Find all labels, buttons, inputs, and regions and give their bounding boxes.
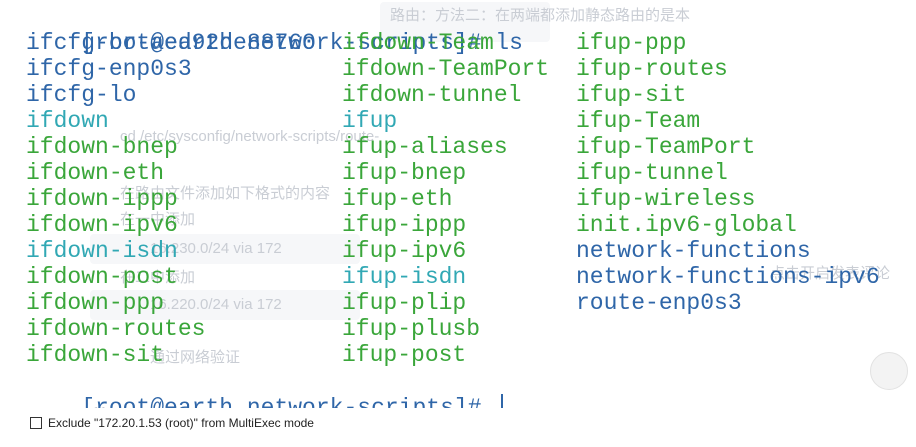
overlay-text: 在二中添加 bbox=[120, 269, 196, 286]
ls-entry: ifdown-ippp bbox=[26, 186, 178, 212]
overlay-text: 在一中添加 bbox=[120, 211, 196, 228]
ls-entry: ifup bbox=[342, 108, 398, 134]
overlay-text: 通过网络验证 bbox=[150, 349, 241, 366]
ls-entry: ifdown-eth bbox=[26, 160, 165, 186]
ls-entry: ifup-isdn bbox=[342, 264, 467, 290]
ls-entry: ifdown-ppp bbox=[26, 290, 165, 316]
ls-entry: ifdown-routes bbox=[26, 316, 206, 342]
ls-entry: network-functions bbox=[576, 238, 811, 264]
ghost-box bbox=[380, 2, 550, 42]
overlay-text: 16.220.0/24 via 172 bbox=[150, 296, 282, 313]
ls-entry: ifdown-post bbox=[26, 264, 178, 290]
ls-entry: route-enp0s3 bbox=[576, 290, 742, 316]
ls-entry: ifdown-TeamPort bbox=[342, 56, 550, 82]
ls-entry: ifup-plusb bbox=[342, 316, 481, 342]
ls-entry: ifdown bbox=[26, 108, 109, 134]
ls-entry: ifup-aliases bbox=[342, 134, 508, 160]
ls-entry: ifdown-isdn bbox=[26, 238, 178, 264]
command-text: ls bbox=[495, 30, 523, 56]
ls-entry: ifdown-Team bbox=[342, 30, 494, 56]
overlay-text: 16.230.0/24 via 172 bbox=[150, 240, 282, 257]
ls-entry: ifup-eth bbox=[342, 186, 453, 212]
ls-entry: ifdown-ipv6 bbox=[26, 212, 178, 238]
ls-entry: network-functions-ipv6 bbox=[576, 264, 880, 290]
side-float-button[interactable] bbox=[870, 352, 908, 390]
ls-entry: ifup-ppp bbox=[576, 30, 687, 56]
ls-entry: ifup-bnep bbox=[342, 160, 467, 186]
ls-entry: ifcfg-enp0s3 bbox=[26, 56, 192, 82]
ls-entry: ifup-post bbox=[342, 342, 467, 368]
ls-entry: init.ipv6-global bbox=[576, 212, 797, 238]
ls-entry: ifup-tunnel bbox=[576, 160, 728, 186]
overlay-text: 路由：方法二：在两端都添加静态路由的是本 bbox=[390, 7, 691, 24]
ls-entry: ifup-plip bbox=[342, 290, 467, 316]
ghost-box bbox=[90, 290, 360, 320]
prompt-line: [root@earth network-scripts]# ls bbox=[26, 4, 523, 56]
prompt-text: [root@earth network-scripts]# bbox=[81, 30, 496, 56]
ls-entry: ifup-routes bbox=[576, 56, 728, 82]
text-cursor bbox=[501, 394, 504, 418]
ls-entry: ifdown-bnep bbox=[26, 134, 178, 160]
ls-entry: ifup-TeamPort bbox=[576, 134, 756, 160]
overlay-text: 点击开启发表评论 bbox=[770, 265, 891, 282]
overlay-text: 在路由文件添加如下格式的内容 bbox=[120, 185, 331, 202]
terminal-window[interactable]: 路由：方法二：在两端都添加静态路由的是本 cd /etc/sysconfig/n… bbox=[0, 0, 916, 421]
exclude-label: Exclude "172.20.1.53 (root)" from MultiE… bbox=[48, 416, 314, 430]
ls-entry: ifdown-tunnel bbox=[342, 82, 522, 108]
ls-entry: ifup-wireless bbox=[576, 186, 756, 212]
multiexec-statusbar: Exclude "172.20.1.53 (root)" from MultiE… bbox=[0, 408, 916, 436]
ghost-box bbox=[90, 234, 360, 264]
ls-entry: ifdown-sit bbox=[26, 342, 165, 368]
ls-entry: ifup-sit bbox=[576, 82, 687, 108]
ls-entry: ifcfg-lo bbox=[26, 82, 137, 108]
ls-entry: ifup-ippp bbox=[342, 212, 467, 238]
prompt-line-active[interactable]: [root@earth network-scripts]# bbox=[26, 368, 504, 421]
ls-entry: ifcfg-br-aed92de88760 bbox=[26, 30, 316, 56]
ls-entry: ifup-Team bbox=[576, 108, 701, 134]
exclude-checkbox[interactable] bbox=[30, 417, 42, 429]
ls-entry: ifup-ipv6 bbox=[342, 238, 467, 264]
overlay-text: cd /etc/sysconfig/network-scripts/route- bbox=[120, 128, 380, 145]
